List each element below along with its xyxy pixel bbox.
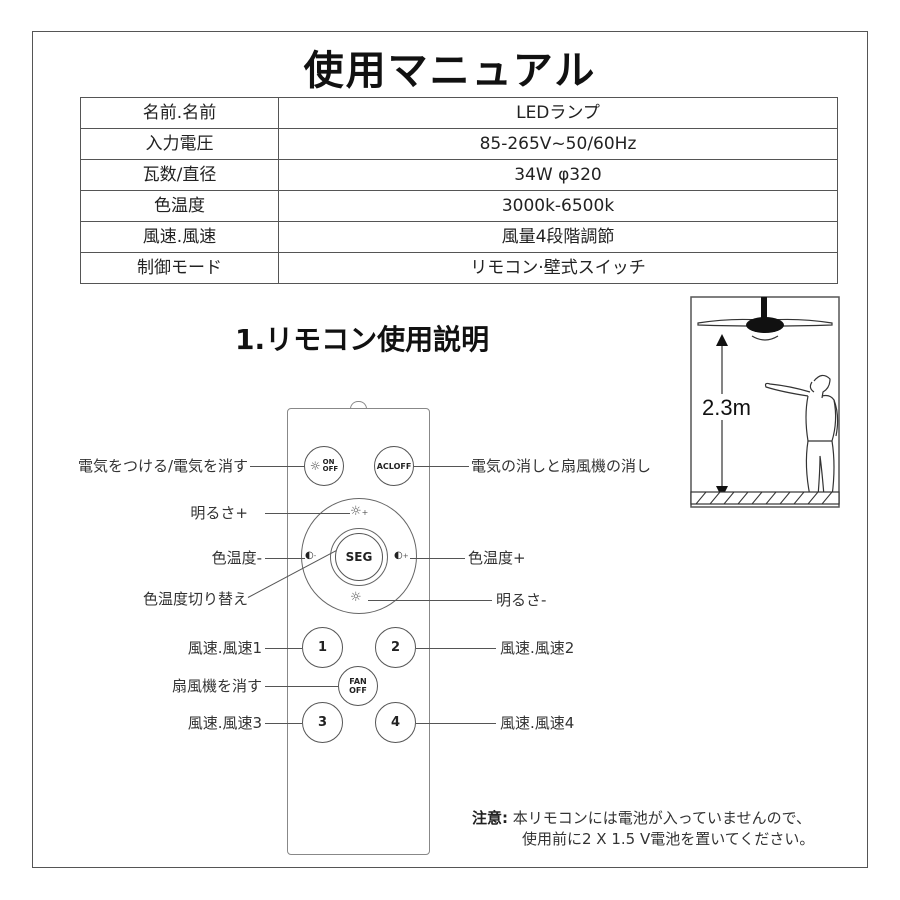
note-label: 注意: (472, 809, 508, 827)
spec-key: 風速.風速 (80, 221, 279, 253)
ceiling-fan-person-icon (690, 296, 840, 508)
sun-plus-icon: ☼+ (350, 504, 369, 519)
callout-color-temp-down: 色温度- (211, 549, 262, 567)
callout-line (416, 723, 496, 724)
remote-ir-notch (350, 401, 367, 410)
color-temp-up-button[interactable]: ◐+ (394, 550, 409, 561)
callout-line (265, 513, 350, 514)
height-label: 2.3m (702, 395, 751, 420)
power-on-label: ON (322, 458, 335, 466)
control-ring (301, 498, 417, 614)
note-line-2: 使用前に2 X 1.5 V電池を置いてください。 (522, 830, 815, 848)
callout-line (250, 466, 305, 467)
spec-table: 名前.名前 LEDランプ 入力電圧 85-265V~50/60Hz 瓦数/直径 … (80, 97, 838, 284)
page-frame (32, 31, 868, 868)
brightness-down-button[interactable]: ☼ (350, 590, 362, 605)
spec-value: 34W φ320 (278, 159, 838, 191)
k-plus-icon: ◐+ (394, 550, 409, 561)
table-row: 入力電圧 85-265V~50/60Hz (80, 128, 838, 160)
table-row: 制御モード リモコン·壁式スイッチ (80, 252, 838, 284)
callout-line (368, 600, 492, 601)
callout-fan-off: 扇風機を消す (171, 677, 262, 695)
spec-value: 風量4段階調節 (278, 221, 838, 253)
section-heading: 1.リモコン使用説明 (235, 323, 490, 356)
callout-line (265, 723, 302, 724)
callout-power: 電気をつける/電気を消す (77, 457, 248, 475)
callout-brightness-up: 明るさ+ (190, 504, 248, 522)
callout-brightness-down: 明るさ- (496, 591, 547, 609)
note-line-1: 本リモコンには電池が入っていませんので、 (512, 809, 811, 827)
speed-2-button[interactable]: 2 (375, 627, 416, 668)
callout-line (414, 466, 469, 467)
callout-line (265, 686, 338, 687)
callout-acloff: 電気の消しと扇風機の消し (471, 457, 652, 475)
table-row: 名前.名前 LEDランプ (80, 97, 838, 129)
callout-color-temp-up: 色温度+ (468, 549, 526, 567)
page-title: 使用マニュアル (303, 48, 597, 94)
spec-key: 入力電圧 (80, 128, 279, 160)
spec-key: 色温度 (80, 190, 279, 222)
installation-illustration: 2.3m (690, 296, 840, 508)
callout-line (410, 558, 465, 559)
spec-value: リモコン·壁式スイッチ (278, 252, 838, 284)
speed-1-button[interactable]: 1 (302, 627, 343, 668)
sun-minus-icon: ☼ (350, 590, 362, 605)
power-off-label: OFF (322, 465, 339, 473)
spec-value: 85-265V~50/60Hz (278, 128, 838, 160)
battery-note: 注意: 本リモコンには電池が入っていませんので、 使用前に2 X 1.5 V電池… (472, 808, 814, 850)
table-row: 風速.風速 風量4段階調節 (80, 221, 838, 253)
spec-value: LEDランプ (278, 97, 838, 129)
seg-button[interactable]: SEG (335, 533, 383, 581)
color-temp-down-button[interactable]: ◐- (305, 550, 316, 561)
callout-speed-2: 風速.風速2 (500, 639, 575, 657)
spec-value: 3000k-6500k (278, 190, 838, 222)
seg-outer-ring (330, 528, 388, 586)
spec-key: 制御モード (80, 252, 279, 284)
acloff-button[interactable]: ACLOFF (374, 446, 414, 486)
brightness-up-button[interactable]: ☼+ (350, 504, 368, 519)
k-minus-icon: ◐- (305, 550, 317, 561)
spec-key: 名前.名前 (80, 97, 279, 129)
speed-3-button[interactable]: 3 (302, 702, 343, 743)
fan-off-button[interactable]: FAN OFF (338, 666, 378, 706)
power-button[interactable]: ☼ ON OFF (304, 446, 344, 486)
callout-speed-1: 風速.風速1 (187, 639, 262, 657)
callout-speed-4: 風速.風速4 (500, 714, 575, 732)
speed-4-button[interactable]: 4 (375, 702, 416, 743)
callout-line (416, 648, 496, 649)
spec-key: 瓦数/直径 (80, 159, 279, 191)
callout-color-temp-switch: 色温度切り替え (142, 590, 248, 608)
callout-speed-3: 風速.風速3 (187, 714, 262, 732)
callout-line (265, 558, 305, 559)
table-row: 色温度 3000k-6500k (80, 190, 838, 222)
sun-icon: ☼ (309, 459, 321, 473)
table-row: 瓦数/直径 34W φ320 (80, 159, 838, 191)
callout-line (265, 648, 302, 649)
